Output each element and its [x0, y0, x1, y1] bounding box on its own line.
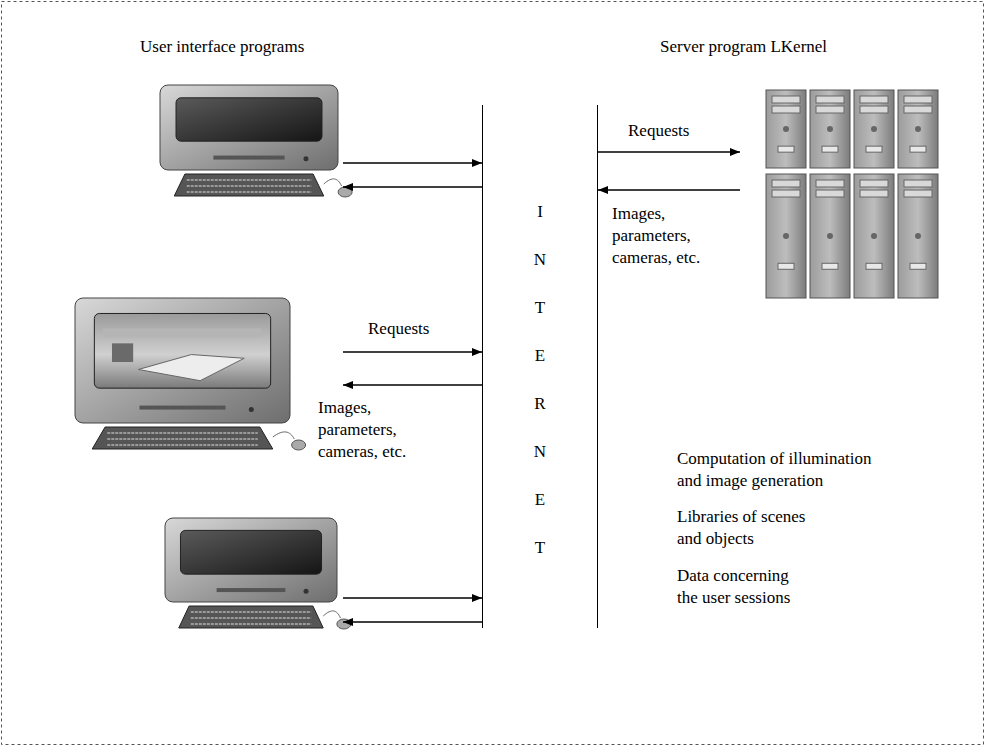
monitor-illustration	[165, 518, 351, 629]
server-tower	[898, 90, 938, 168]
flow-arrow	[598, 189, 740, 190]
client-computers	[75, 85, 352, 629]
flow-arrow	[598, 151, 740, 152]
flow-arrow	[343, 351, 482, 352]
arrow-label: Requests	[368, 318, 468, 340]
arrow-label: Images, parameters, cameras, etc.	[612, 203, 712, 269]
server-tower	[854, 174, 894, 298]
group-heading: User interface programs	[140, 36, 304, 57]
arrow-label: Requests	[628, 120, 728, 142]
server-group: Server program LKernel	[740, 80, 945, 305]
server-tower	[766, 174, 806, 298]
server-tower	[810, 90, 850, 168]
flow-arrow	[343, 384, 482, 385]
server-towers	[766, 90, 938, 298]
arrow-label: Images, parameters, cameras, etc.	[318, 397, 418, 463]
flow-arrow	[343, 597, 482, 598]
flow-arrow	[343, 186, 482, 187]
flow-arrow	[343, 162, 482, 163]
server-note: Computation of illumination and image ge…	[677, 448, 889, 492]
server-note: Libraries of scenes and objects	[677, 506, 825, 550]
server-note: Data concerning the user sessions	[677, 565, 805, 609]
group-heading: Server program LKernel	[660, 36, 827, 57]
band-label: INTERNET	[532, 188, 549, 572]
server-tower	[810, 174, 850, 298]
flow-arrow	[343, 621, 482, 622]
monitor-illustration	[75, 298, 306, 450]
monitor-illustration	[160, 85, 352, 197]
server-tower	[766, 90, 806, 168]
client-group: User interface programs	[60, 30, 343, 640]
internet-band: INTERNET	[482, 105, 598, 628]
server-tower	[854, 90, 894, 168]
server-tower	[898, 174, 938, 298]
